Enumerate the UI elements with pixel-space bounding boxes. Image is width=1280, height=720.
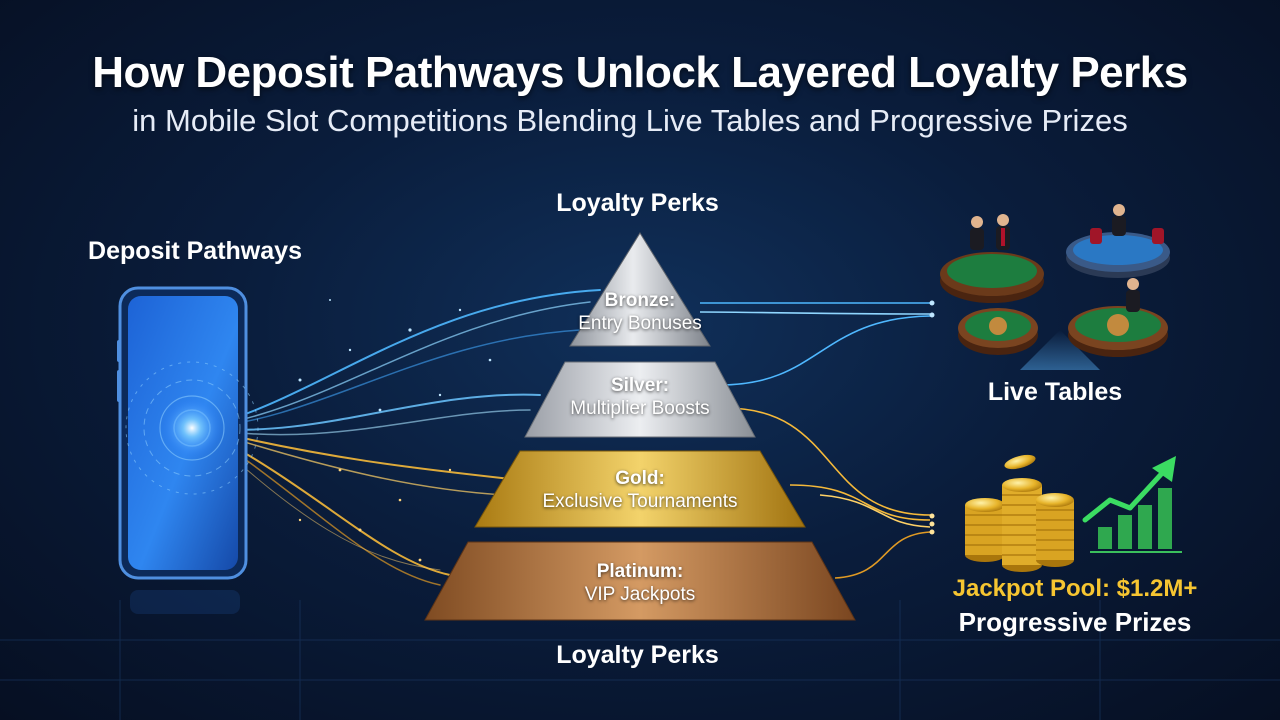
tier-silver-shape [524,361,756,438]
tier-gold-shape [474,450,806,528]
loyalty-pyramid [424,232,856,621]
tier-platinum-label: Platinum: VIP Jackpots [540,561,740,607]
live-tables-label: Live Tables [987,378,1123,406]
smartphone-icon [117,286,259,614]
page-subtitle: in Mobile Slot Competitions Blending Liv… [132,103,1128,138]
tier-silver-label: Silver: Multiplier Boosts [530,375,750,421]
stream-particles [298,299,492,562]
live-table-icon [940,204,1170,370]
page-title: How Deposit Pathways Unlock Layered Loya… [92,48,1188,97]
tier-platinum-shape [424,541,856,621]
tier-gold-label: Gold: Exclusive Tournaments [500,468,780,514]
tier-perk: Exclusive Tournaments [542,490,738,512]
deposit-pathways-heading: Deposit Pathways [88,237,302,265]
tier-perk: Multiplier Boosts [570,397,710,419]
tier-bronze-label: Bronze: Entry Bonuses [540,290,740,336]
loyalty-perks-heading-bottom: Loyalty Perks [556,641,719,669]
jackpot-pool-label: Jackpot Pool: $1.2M+ [952,575,1198,602]
tier-name: Silver: [610,375,670,396]
tier-perk: VIP Jackpots [584,583,696,605]
tier-name: Bronze: [604,290,676,311]
loyalty-perks-heading-top: Loyalty Perks [556,189,719,217]
output-connectors [699,300,935,579]
tier-perk: Entry Bonuses [578,312,702,334]
growth-chart-icon [1082,456,1182,553]
coin-stack-icon [965,454,1074,572]
tier-bronze-shape [569,232,711,347]
tier-name: Gold: [615,468,665,489]
progressive-prizes-label: Progressive Prizes [958,607,1192,637]
tier-name: Platinum: [596,561,684,582]
background-grid [0,600,1280,720]
